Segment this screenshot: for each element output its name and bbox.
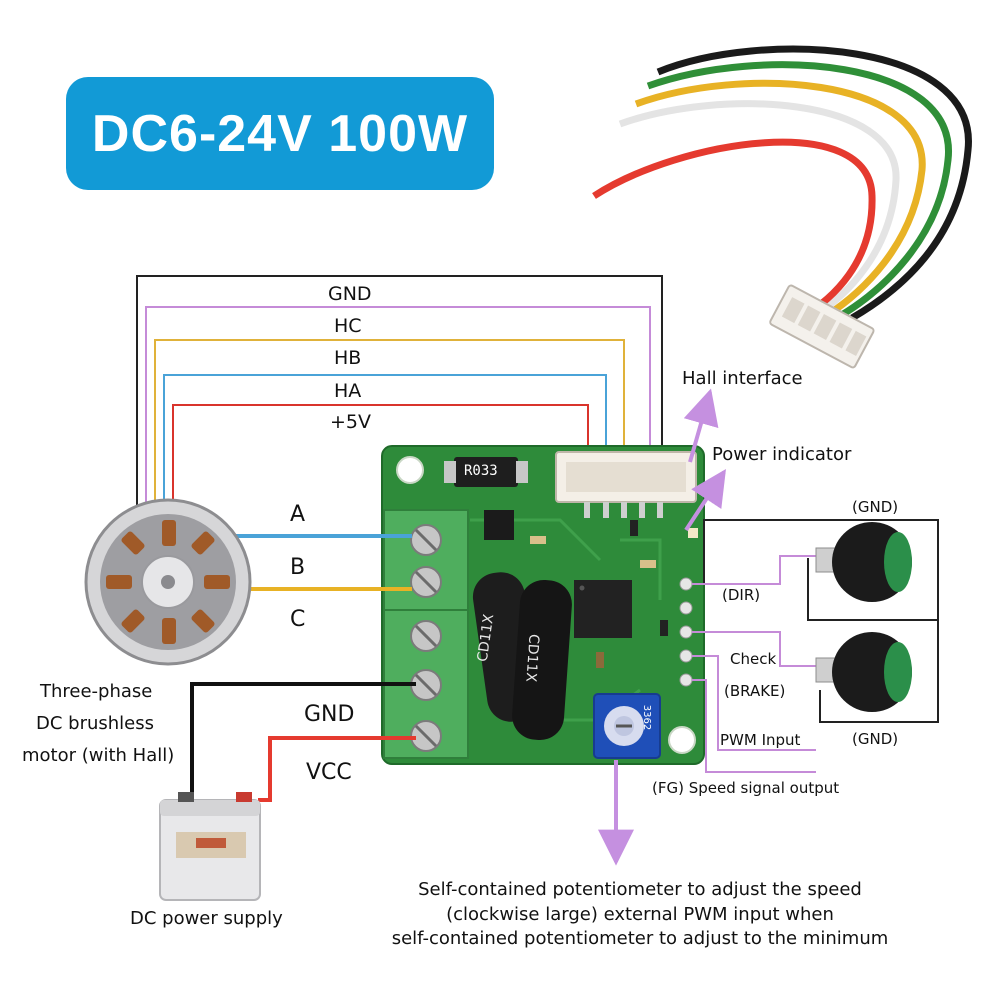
brake-line bbox=[692, 631, 820, 667]
screw-b bbox=[410, 566, 442, 598]
label-phase-b: B bbox=[290, 555, 306, 580]
harness-wire-black bbox=[656, 45, 972, 322]
voltage-power-badge: DC6-24V 100W bbox=[66, 77, 494, 190]
power-indicator-arrow bbox=[684, 468, 726, 532]
capacitor-b-marking: CD11X bbox=[522, 633, 542, 683]
harness-wire-yellow bbox=[634, 79, 926, 319]
label-power-gnd: GND bbox=[304, 702, 355, 727]
label-motor-line3: motor (with Hall) bbox=[22, 745, 175, 766]
brake-push-button bbox=[815, 632, 912, 712]
gnd-power-line bbox=[190, 682, 416, 800]
label-fg-output: (FG) Speed signal output bbox=[652, 779, 840, 797]
label-phase-c: C bbox=[290, 607, 306, 632]
note-line-2: (clockwise large) external PWM input whe… bbox=[446, 903, 834, 925]
hall-wire-harness bbox=[592, 45, 972, 369]
line-hc bbox=[154, 339, 625, 510]
brushless-motor bbox=[84, 498, 252, 666]
label-motor-line2: DC brushless bbox=[36, 713, 155, 734]
harness-wire-green bbox=[646, 61, 952, 320]
harness-wire-red bbox=[592, 138, 876, 322]
line-hb bbox=[163, 374, 607, 510]
label-gnd-bottom: (GND) bbox=[852, 730, 899, 748]
screw-a bbox=[410, 524, 442, 556]
potentiometer-note: Self-contained potentiometer to adjust t… bbox=[300, 878, 980, 952]
label-check: Check bbox=[730, 650, 777, 668]
capacitor-b bbox=[512, 579, 572, 741]
dir-push-button bbox=[815, 522, 912, 602]
gnd-top-button-line bbox=[807, 558, 938, 621]
control-wiring bbox=[692, 519, 939, 773]
label-pwm-input: PWM Input bbox=[720, 731, 801, 749]
current-sense-resistor bbox=[454, 457, 518, 487]
label-brake: (BRAKE) bbox=[724, 682, 786, 700]
line-gnd-black bbox=[136, 275, 663, 510]
fg-line bbox=[692, 679, 816, 773]
label-hall-ha: HA bbox=[334, 380, 362, 402]
dir-line bbox=[692, 555, 820, 585]
hall-interface-arrow bbox=[683, 388, 719, 463]
note-line-1: Self-contained potentiometer to adjust t… bbox=[418, 879, 862, 900]
harness-connector bbox=[769, 284, 875, 369]
screw-c bbox=[410, 620, 442, 652]
mount-hole-br bbox=[668, 726, 696, 754]
resistor-marking: R033 bbox=[464, 463, 498, 479]
battery bbox=[159, 792, 261, 901]
screw-terminal-block bbox=[383, 509, 469, 759]
label-motor-line1: Three-phase bbox=[40, 681, 153, 702]
harness-wire-white bbox=[618, 100, 900, 319]
line-gnd-violet bbox=[145, 306, 651, 510]
potentiometer-marking: 3362 bbox=[641, 704, 653, 731]
hall-signal-lines bbox=[136, 275, 663, 510]
label-hall-hb: HB bbox=[334, 347, 362, 369]
screw-vcc bbox=[410, 720, 442, 752]
label-hall-interface: Hall interface bbox=[682, 368, 803, 389]
mosfet-chip bbox=[484, 510, 514, 540]
vcc-power-line bbox=[258, 736, 416, 802]
label-power-supply: DC power supply bbox=[130, 908, 283, 929]
label-power-indicator: Power indicator bbox=[712, 444, 852, 465]
line-ha bbox=[172, 404, 589, 510]
label-dir: (DIR) bbox=[722, 586, 761, 604]
label-hall-5v: +5V bbox=[330, 411, 372, 433]
label-hall-hc: HC bbox=[334, 315, 362, 337]
label-power-vcc: VCC bbox=[306, 760, 352, 785]
note-line-3: self-contained potentiometer to adjust t… bbox=[391, 928, 889, 949]
mount-hole-tl bbox=[396, 456, 424, 484]
label-gnd-top: (GND) bbox=[852, 498, 899, 516]
pwm-line bbox=[692, 655, 816, 751]
label-phase-a: A bbox=[290, 502, 306, 527]
label-hall-gnd: GND bbox=[328, 283, 372, 305]
